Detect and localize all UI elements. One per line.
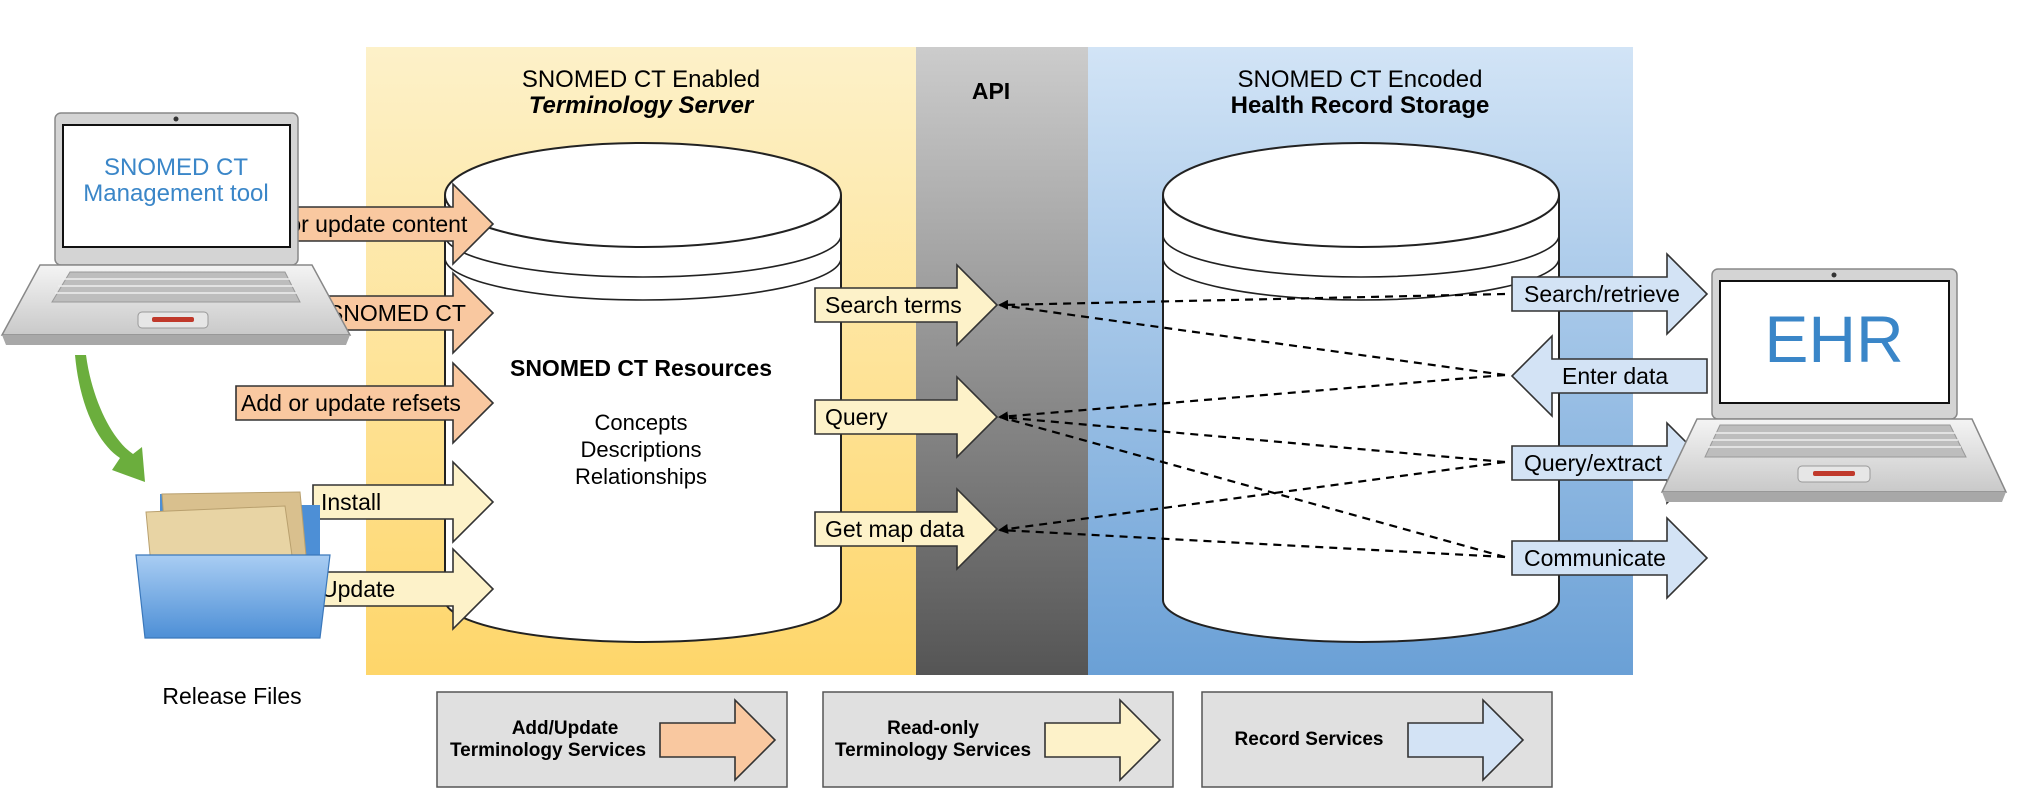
add-update-arrow-add-or-update-refsets-label: Add or update refsets	[241, 390, 461, 416]
record-arrow-enter-data-label: Enter data	[1562, 363, 1668, 389]
record-arrow-query-extract-label: Query/extract	[1524, 450, 1663, 476]
record-arrow-communicate: Communicate	[1511, 516, 1709, 600]
record-arrow-query-extract: Query/extract	[1511, 421, 1709, 505]
api-panel	[916, 47, 1088, 675]
release-folder-icon	[135, 491, 331, 639]
db-item-descriptions: Descriptions	[580, 437, 701, 462]
add-update-arrow-add-or-update-refsets: Add or update refsets	[235, 361, 495, 445]
record-arrow-enter-data: Enter data	[1510, 334, 1708, 418]
api-title: API	[972, 78, 1010, 104]
legend-add-update-line1: Add/Update	[512, 718, 619, 739]
legend-add-update-line2: Terminology Services	[450, 740, 646, 761]
db-item-relationships: Relationships	[575, 464, 707, 489]
readonly-arrow-query: Query	[814, 375, 999, 459]
health-record-title: SNOMED CT Encoded	[1238, 66, 1483, 93]
health-record-database	[1162, 142, 1560, 643]
legend: Add/Update Terminology Services Read-onl…	[436, 691, 1553, 788]
release-arrow-update: Update	[312, 547, 495, 631]
readonly-arrow-search-terms: Search terms	[814, 263, 999, 347]
release-arrow-install-label: Install	[321, 489, 381, 515]
record-arrow-search-retrieve: Search/retrieve	[1511, 252, 1709, 336]
readonly-arrow-get-map-data-label: Get map data	[825, 516, 965, 542]
db-item-concepts: Concepts	[595, 410, 688, 435]
management-tool-laptop	[0, 112, 352, 345]
record-arrow-communicate-label: Communicate	[1524, 545, 1666, 571]
management-tool-screen-line1: SNOMED CT	[104, 154, 248, 181]
legend-arrow-2	[1044, 698, 1162, 782]
readonly-arrow-search-terms-label: Search terms	[825, 292, 962, 318]
api-connections	[998, 292, 1506, 559]
record-arrow-search-retrieve-label: Search/retrieve	[1524, 281, 1680, 307]
db-resources-title: SNOMED CT Resources	[510, 355, 772, 381]
green-download-arrow-icon	[75, 355, 145, 482]
release-arrow-install: Install	[312, 460, 495, 544]
readonly-arrow-query-label: Query	[825, 404, 888, 430]
management-tool-screen-line2: Management tool	[83, 180, 268, 207]
legend-read-only-line2: Terminology Services	[835, 740, 1031, 761]
ehr-screen-text: EHR	[1764, 302, 1903, 376]
legend-read-only-line1: Read-only	[887, 718, 979, 739]
terminology-server-title: SNOMED CT Enabled	[522, 66, 760, 93]
release-arrow-update-label: Update	[321, 576, 395, 602]
terminology-server-subtitle: Terminology Server	[529, 92, 755, 119]
release-files-label: Release Files	[162, 683, 301, 709]
terminology-database	[444, 142, 842, 643]
legend-record-line1: Record Services	[1235, 729, 1384, 750]
legend-arrow-1	[659, 698, 777, 782]
ehr-laptop	[1660, 268, 2008, 502]
legend-arrow-3	[1407, 698, 1525, 782]
readonly-arrow-get-map-data: Get map data	[814, 487, 999, 571]
health-record-subtitle: Health Record Storage	[1231, 92, 1490, 119]
